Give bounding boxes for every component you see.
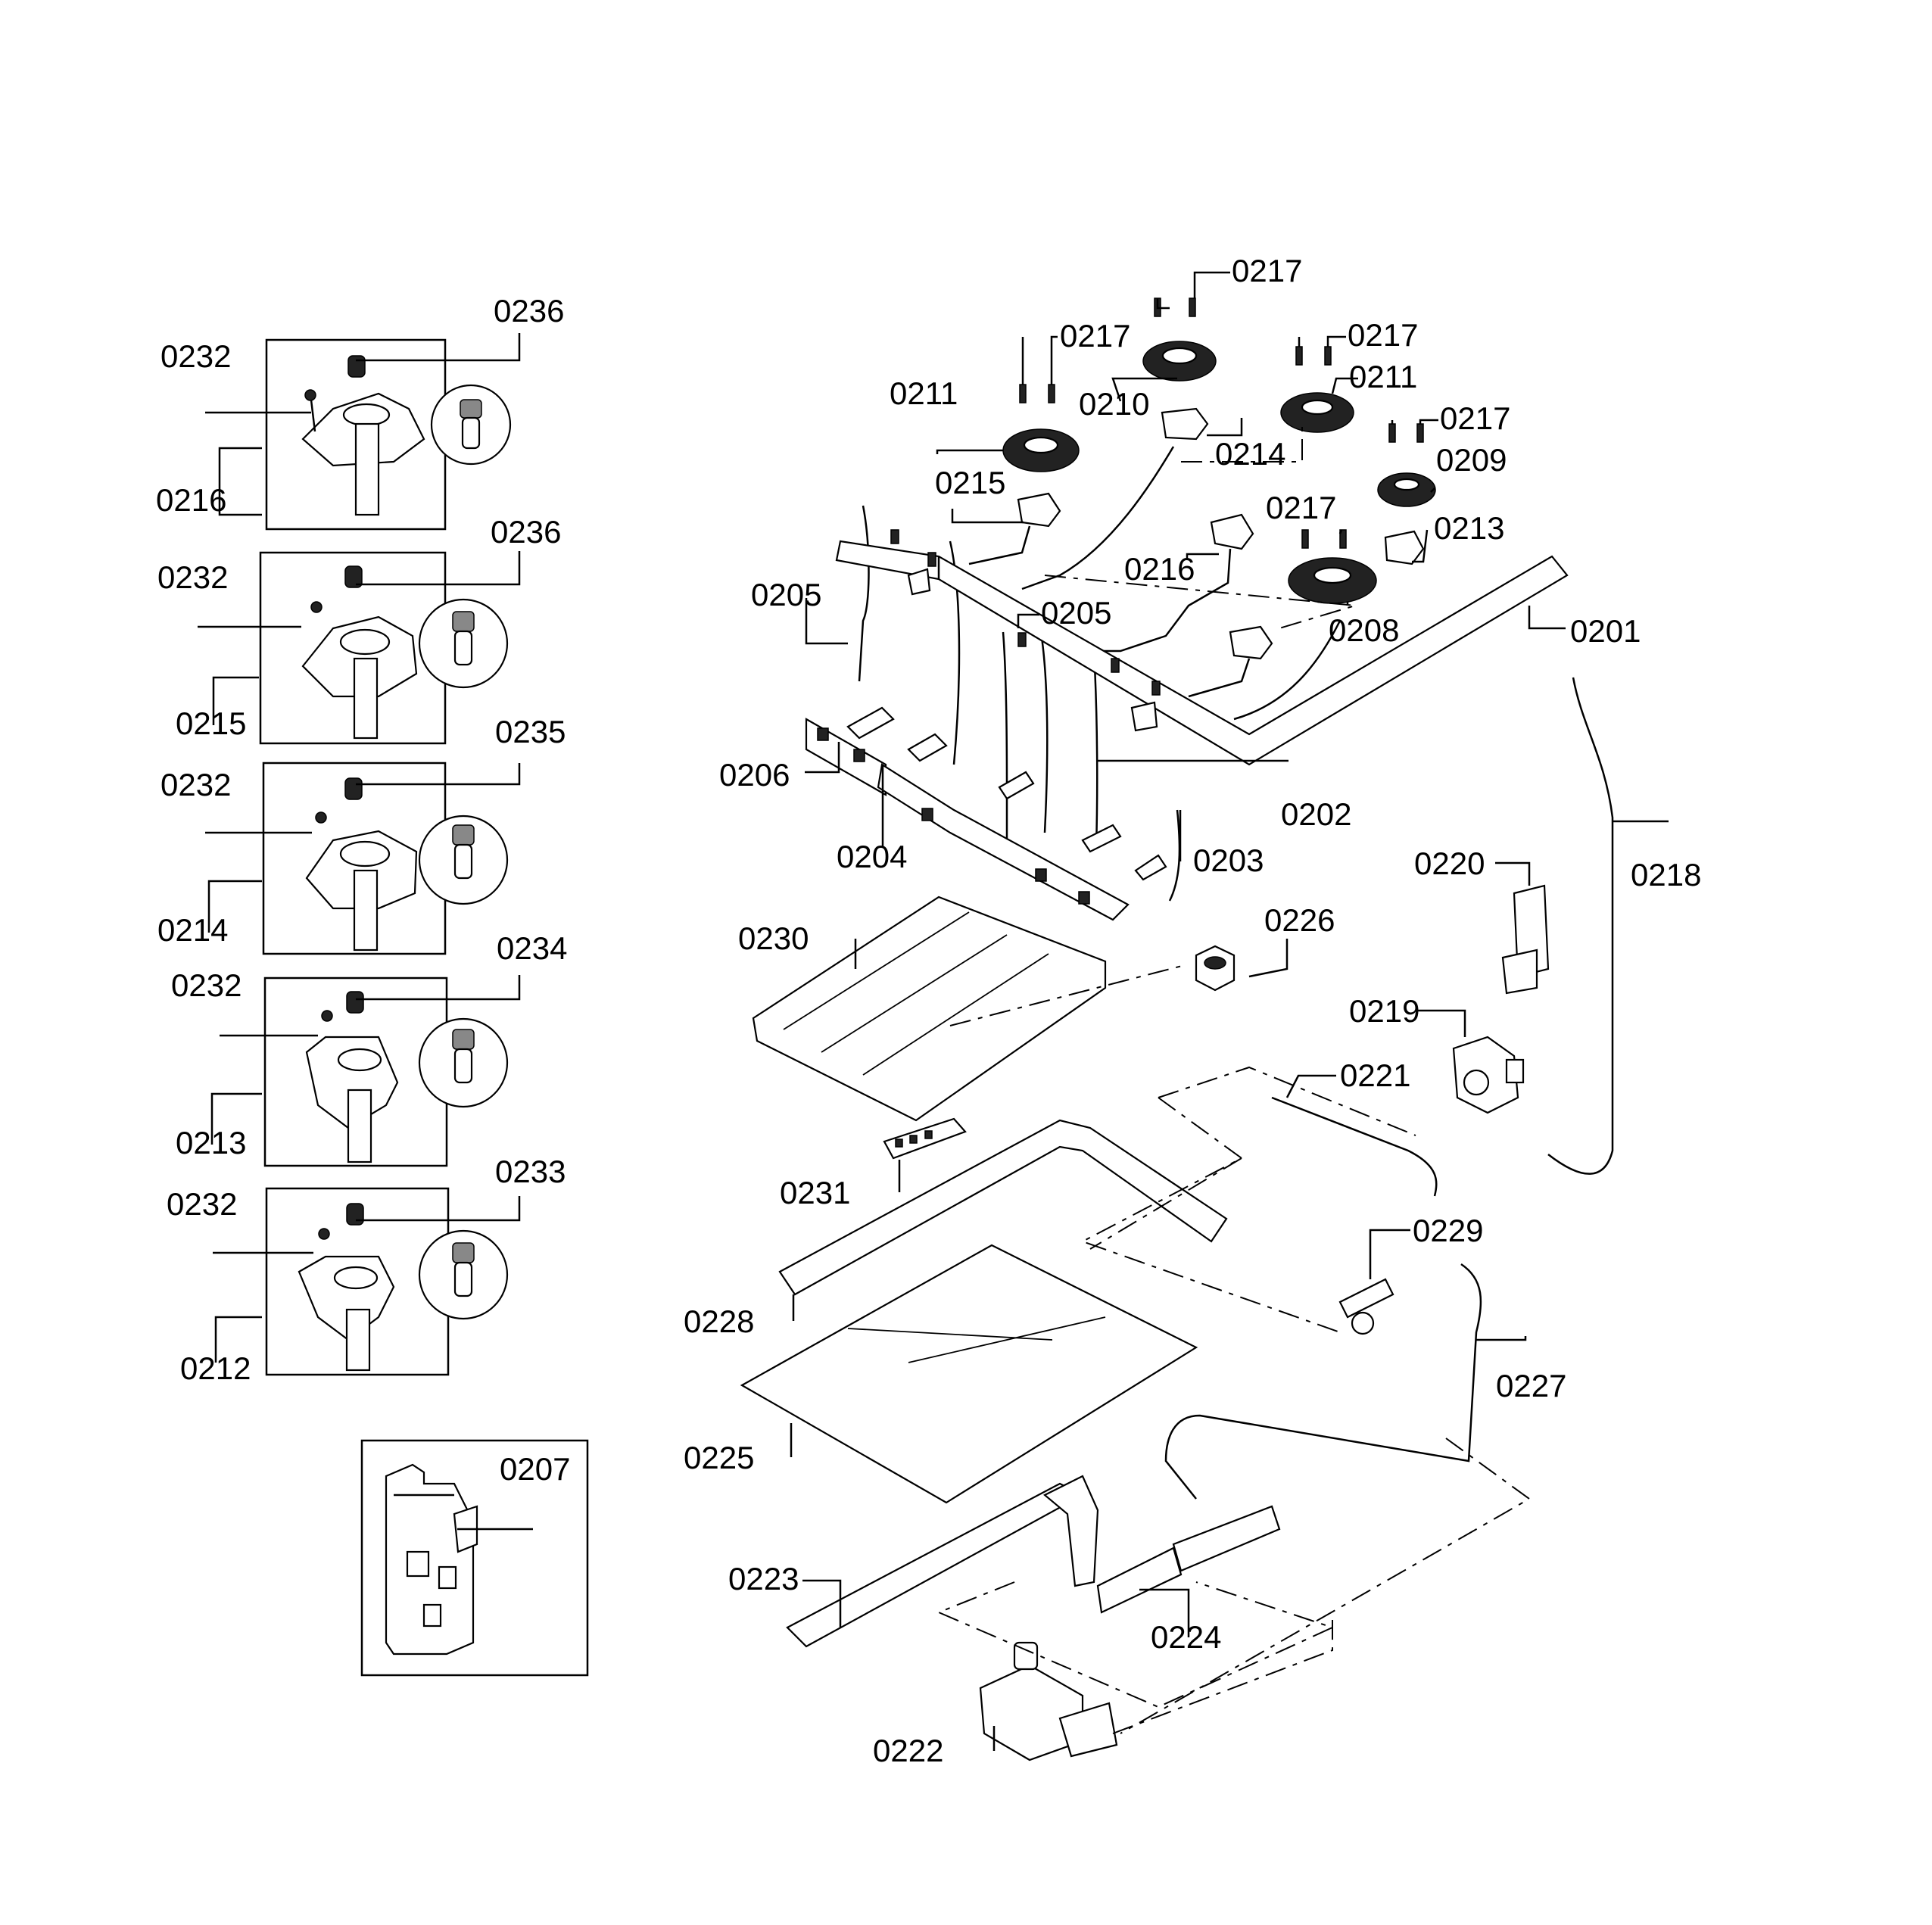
label-0233: 0233	[495, 1154, 566, 1189]
regulator-0219	[1452, 1036, 1525, 1114]
label-0210: 0210	[1079, 386, 1149, 422]
label-0217-a: 0217	[1232, 253, 1302, 288]
label-0220: 0220	[1414, 846, 1485, 881]
label-0217-b: 0217	[1060, 318, 1130, 354]
bake-burner-tube	[778, 1119, 1228, 1296]
label-0218: 0218	[1631, 857, 1701, 892]
label-0232-c: 0232	[160, 767, 231, 802]
label-0207: 0207	[500, 1451, 570, 1487]
thermostat-valve	[979, 1641, 1118, 1761]
label-0224: 0224	[1151, 1619, 1221, 1655]
label-0211-a: 0211	[890, 375, 958, 411]
broil-burner-tube	[786, 1475, 1099, 1648]
label-0234: 0234	[497, 930, 567, 966]
label-0232-e: 0232	[167, 1186, 237, 1222]
label-0216-b: 0216	[1124, 551, 1195, 587]
nut	[1195, 945, 1236, 992]
label-0219: 0219	[1349, 993, 1419, 1029]
label-0229: 0229	[1413, 1213, 1483, 1248]
label-0217-c: 0217	[1348, 317, 1418, 353]
label-0230: 0230	[738, 920, 809, 956]
heat-shield-lower	[740, 1244, 1198, 1504]
manifold-rail	[835, 540, 1569, 766]
valve-bar	[805, 718, 1130, 921]
inset-panel-0216	[265, 338, 512, 531]
label-0211-b: 0211	[1349, 359, 1417, 394]
inset-labels: 0236 0232 0216 0236 0232 0215 0235 0232 …	[156, 293, 570, 1487]
label-0202: 0202	[1281, 796, 1351, 832]
label-0222: 0222	[873, 1733, 943, 1768]
label-0216-a: 0216	[156, 482, 226, 518]
fitting-0229	[1338, 1278, 1394, 1335]
valve-stems	[846, 706, 1167, 881]
main-labels: 0217 0217 0217 0217 0217 0211 0211 0210 …	[684, 253, 1701, 1768]
label-0217-d: 0217	[1440, 400, 1510, 436]
label-0212: 0212	[180, 1350, 251, 1386]
inset-panel-0215	[259, 551, 509, 745]
assembly-guide-lines	[936, 424, 1531, 1734]
igniter-block-lower	[1096, 1505, 1281, 1614]
label-0215-a: 0215	[176, 706, 246, 741]
label-0232-d: 0232	[171, 967, 242, 1003]
label-0205-b: 0205	[1041, 595, 1111, 631]
label-0213-a: 0213	[176, 1125, 246, 1160]
label-0213-b: 0213	[1434, 510, 1504, 546]
bracket-0220	[1501, 884, 1550, 995]
label-0206: 0206	[719, 757, 790, 793]
burner-heads	[1002, 341, 1436, 604]
label-0232-b: 0232	[157, 559, 228, 595]
label-0226: 0226	[1264, 902, 1335, 938]
label-0232-a: 0232	[160, 338, 231, 374]
heat-shield-upper	[752, 896, 1107, 1122]
label-0223: 0223	[728, 1561, 799, 1596]
label-0228: 0228	[684, 1304, 754, 1339]
label-0231: 0231	[780, 1175, 850, 1210]
valve-bases	[1017, 407, 1425, 660]
label-0215-b: 0215	[935, 465, 1005, 500]
inset-panel-0214	[262, 762, 509, 955]
label-0209: 0209	[1436, 442, 1507, 478]
label-0203: 0203	[1193, 843, 1264, 878]
label-0225: 0225	[684, 1440, 754, 1475]
label-0236-a: 0236	[494, 293, 564, 329]
inset-panel-0212	[265, 1187, 509, 1376]
label-0235: 0235	[495, 714, 566, 749]
label-0208: 0208	[1329, 612, 1399, 648]
label-0214-b: 0214	[1215, 436, 1285, 472]
igniter-block-upper	[883, 1117, 967, 1160]
label-0214-a: 0214	[157, 912, 228, 948]
leader-lines	[198, 271, 1669, 1751]
label-0204: 0204	[837, 839, 907, 874]
label-0221: 0221	[1340, 1058, 1410, 1093]
label-0201: 0201	[1570, 613, 1641, 649]
label-0217-e: 0217	[1266, 490, 1336, 525]
label-0227: 0227	[1496, 1368, 1566, 1403]
inset-panel-0213	[263, 977, 509, 1167]
label-0205-a: 0205	[751, 577, 821, 612]
label-0236-b: 0236	[491, 514, 561, 550]
